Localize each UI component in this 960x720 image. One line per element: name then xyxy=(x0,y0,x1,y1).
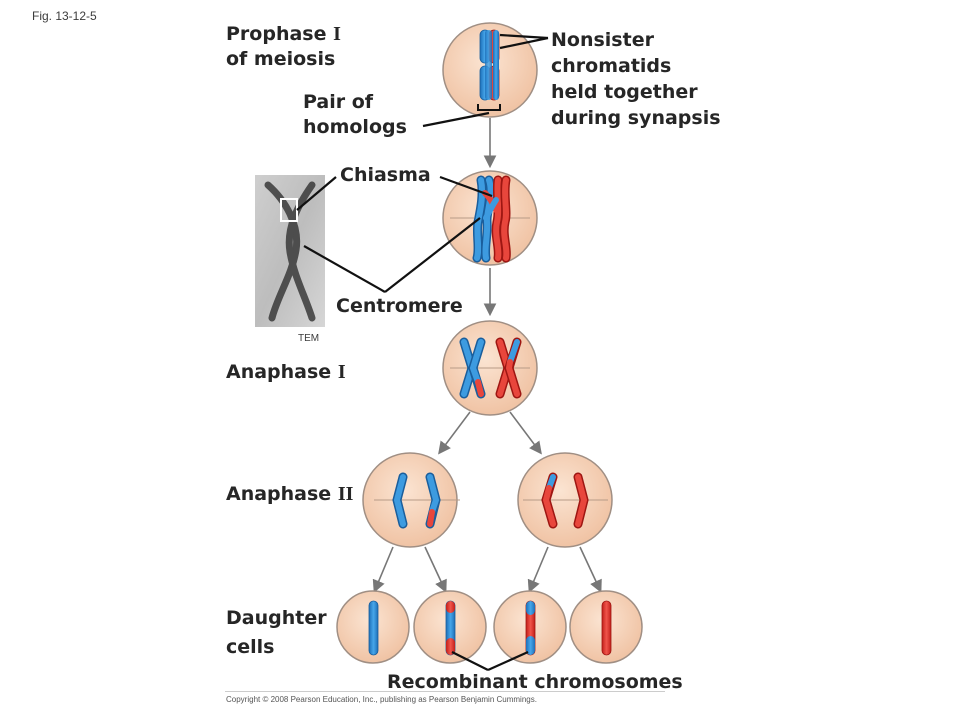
nonsister-line4: during synapsis xyxy=(551,107,721,129)
cell-anaphase-2-right xyxy=(517,452,613,548)
anaphase1-roman: I xyxy=(337,361,346,383)
daughter-cell-2 xyxy=(413,590,487,664)
daughter-line2: cells xyxy=(226,636,275,658)
homolog-pair-synapsis xyxy=(479,29,500,101)
daughter-cells-label: Daughter cells xyxy=(226,604,327,662)
cell-chiasma xyxy=(442,170,538,266)
daughter-line1: Daughter xyxy=(226,607,327,629)
prophase-text: Prophase xyxy=(226,23,334,45)
stage-arrows xyxy=(372,118,602,593)
prophase-roman: I xyxy=(333,23,341,45)
daughter-cell-3 xyxy=(493,590,567,664)
recombinant-chromosomes-label: Recombinant chromosomes xyxy=(387,671,683,693)
pair-line2: homologs xyxy=(303,116,407,138)
centromere-label: Centromere xyxy=(336,295,463,317)
figure-label: Fig. 13-12-5 xyxy=(32,9,97,23)
copyright-rule xyxy=(225,691,665,692)
chiasma-label: Chiasma xyxy=(340,164,431,186)
daughter-cell-4 xyxy=(569,590,643,664)
nonsister-line2: chromatids xyxy=(551,55,672,77)
cell-prophase-synapsis xyxy=(442,22,538,118)
prophase-line2: of meiosis xyxy=(226,48,336,70)
pair-line1: Pair of xyxy=(303,91,374,113)
leader-chiasma-tem xyxy=(296,176,337,211)
arrow-3a xyxy=(438,411,471,455)
leader-chiasma-cell xyxy=(439,175,493,198)
leader-pair-of-homologs xyxy=(422,111,490,128)
nonsister-line1: Nonsister xyxy=(551,29,654,51)
leader-recombinant-1 xyxy=(451,651,489,671)
arrow-4b xyxy=(424,546,447,593)
leader-lines xyxy=(296,33,549,672)
arrow-4a xyxy=(372,546,394,593)
daughter-cell-1 xyxy=(336,590,410,664)
tem-label: TEM xyxy=(298,333,320,344)
anaphase-2-label: Anaphase II xyxy=(226,482,353,507)
leader-nonsister-1 xyxy=(499,33,549,40)
cell-anaphase-1 xyxy=(442,320,538,416)
leader-nonsister-2 xyxy=(499,36,549,50)
pair-of-homologs-label: Pair of homologs xyxy=(303,90,407,140)
prophase-label: Prophase I of meiosis xyxy=(226,22,341,72)
copyright-text: Copyright © 2008 Pearson Education, Inc.… xyxy=(226,695,537,704)
arrow-4c xyxy=(527,546,549,593)
leader-centromere-cell xyxy=(384,217,481,293)
anaphase-1-label: Anaphase I xyxy=(226,360,346,385)
arrow-4d xyxy=(579,546,602,593)
leader-recombinant-2 xyxy=(487,650,529,672)
anaphase1-text: Anaphase xyxy=(226,361,338,383)
nonsister-chromatids-label: Nonsister chromatids held together durin… xyxy=(551,27,721,131)
pair-bracket xyxy=(477,104,501,111)
anaphase2-text: Anaphase xyxy=(226,483,338,505)
arrow-3b xyxy=(509,411,542,455)
leader-centromere-tem xyxy=(303,245,386,293)
nonsister-line3: held together xyxy=(551,81,698,103)
anaphase2-roman: II xyxy=(337,483,354,505)
cell-anaphase-2-left xyxy=(362,452,460,548)
